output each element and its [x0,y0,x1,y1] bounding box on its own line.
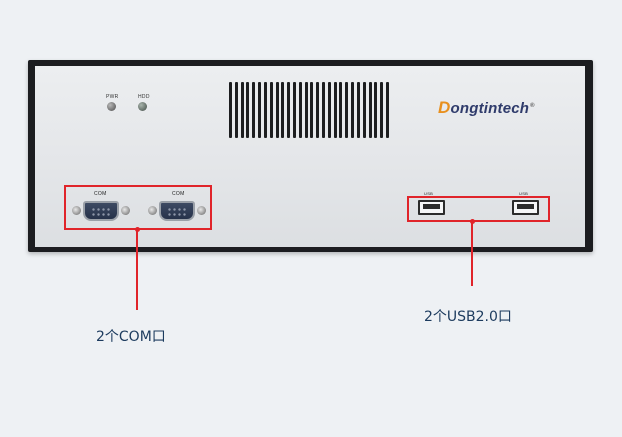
usb-highlight-box [407,196,550,222]
com2-label: COM [172,191,185,197]
front-panel [35,66,585,247]
hdd-led-icon [138,102,147,111]
usb-callout-line [471,222,473,286]
com-highlight-box [64,185,212,230]
hdd-label: HDD [138,94,150,100]
power-led-icon [107,102,116,111]
com1-label: COM [94,191,107,197]
usb-port-1 [418,200,445,215]
com-callout-line [136,230,138,310]
com-port-2 [148,200,206,222]
usb-port-2 [512,200,539,215]
com-callout-dot [135,227,140,232]
pwr-label: PWR [106,94,119,100]
com-port-1 [72,200,130,222]
ventilation-grille [229,82,389,138]
usb-callout-text: 2个USB2.0口 [424,309,512,325]
usb2-label: USB [519,191,529,196]
usb1-label: USB [424,191,434,196]
brand-logo: Dongtintech® [438,98,535,117]
usb-callout-dot [470,219,475,224]
com-callout-text: 2个COM口 [96,329,166,345]
